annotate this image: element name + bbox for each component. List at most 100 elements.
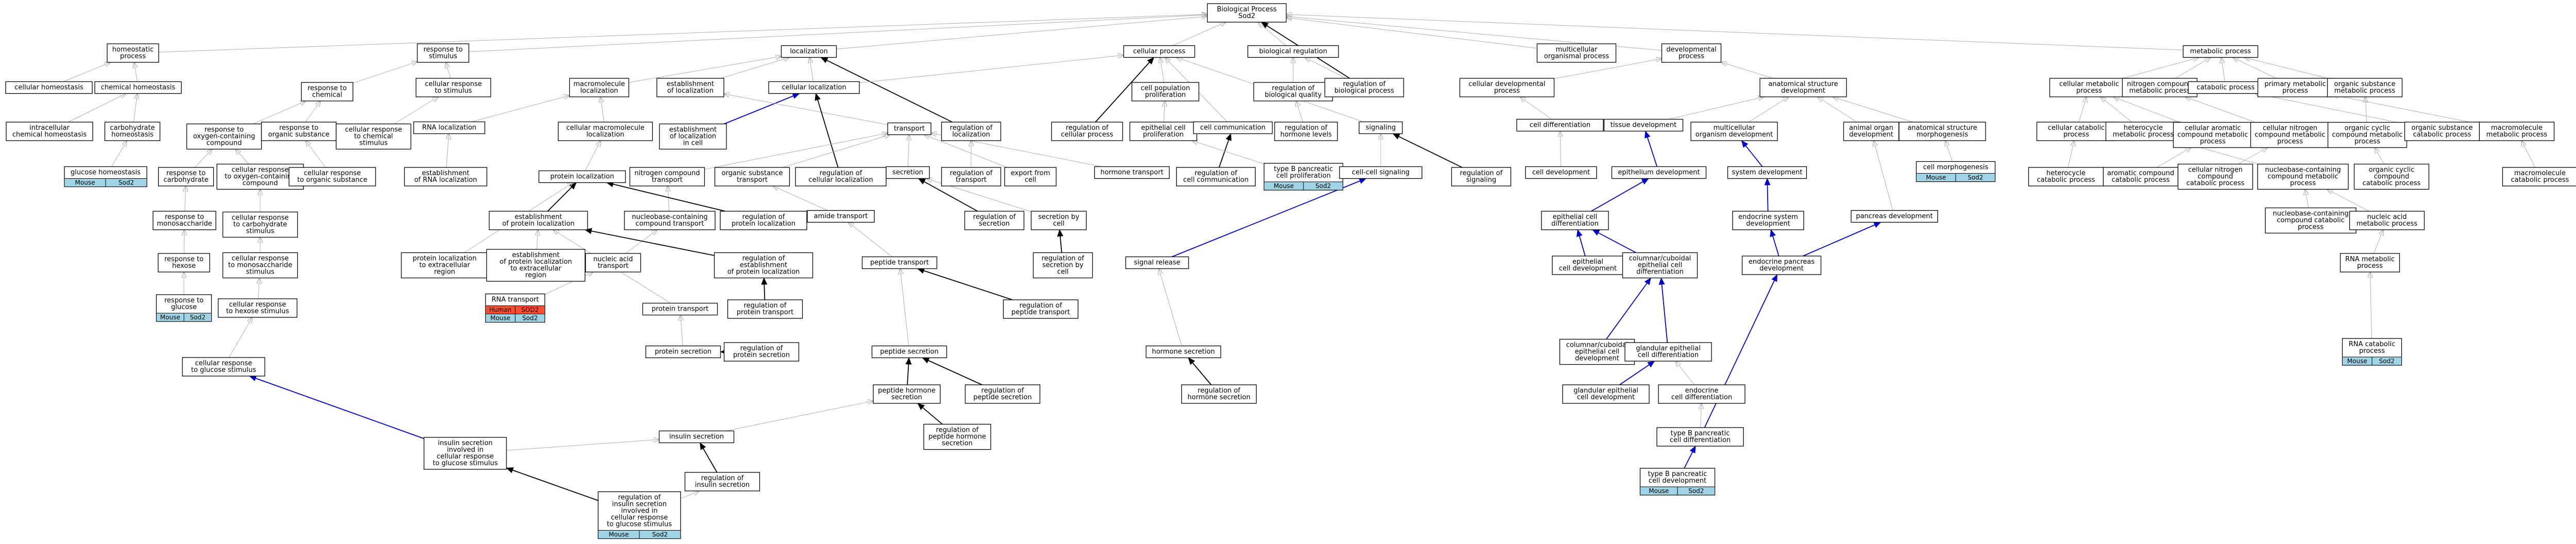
go-term-node[interactable]: secretion [886, 166, 930, 179]
go-term-node[interactable]: hormone transport [1094, 166, 1170, 179]
go-term-node[interactable]: signaling [1359, 121, 1403, 134]
go-term-node[interactable]: cellular process [1123, 45, 1195, 58]
go-term-node[interactable]: catabolic process [2188, 81, 2264, 94]
go-term-node[interactable]: RNA localization [413, 121, 485, 134]
go-term-node[interactable]: cell-cell signaling [1339, 166, 1422, 179]
go-term-node[interactable]: tissue development [1603, 118, 1684, 132]
go-term-node[interactable]: cellular homeostasis [5, 81, 93, 94]
go-term-node[interactable]: peptide transport [861, 256, 938, 269]
go-term-node[interactable]: protein localization [538, 170, 626, 183]
go-term-node[interactable]: cell communication [1193, 121, 1273, 134]
go-term-node[interactable]: biological regulation [1247, 45, 1339, 58]
go-term-node[interactable]: protein transport [642, 302, 718, 316]
go-term-node[interactable]: peptide secretion [871, 345, 947, 359]
go-term-node[interactable]: localization [781, 45, 837, 58]
go-term-node[interactable]: protein secretion [645, 345, 721, 359]
go-term-node[interactable]: chemical homeostasis [94, 81, 182, 94]
go-term-node[interactable]: cell development [1525, 166, 1597, 179]
go-term-node[interactable]: cellular localization [768, 81, 860, 94]
go-term-node[interactable]: amide transport [807, 210, 875, 223]
go-term-node[interactable]: cell differentiation [1516, 118, 1604, 132]
go-term-node[interactable]: pancreas development [1851, 210, 1938, 223]
go-term-node[interactable]: signal release [1125, 256, 1189, 269]
go-term-node[interactable]: transport [887, 122, 931, 135]
go-term-node[interactable]: system development [1727, 166, 1807, 179]
go-term-node[interactable]: insulin secretion [658, 430, 735, 444]
